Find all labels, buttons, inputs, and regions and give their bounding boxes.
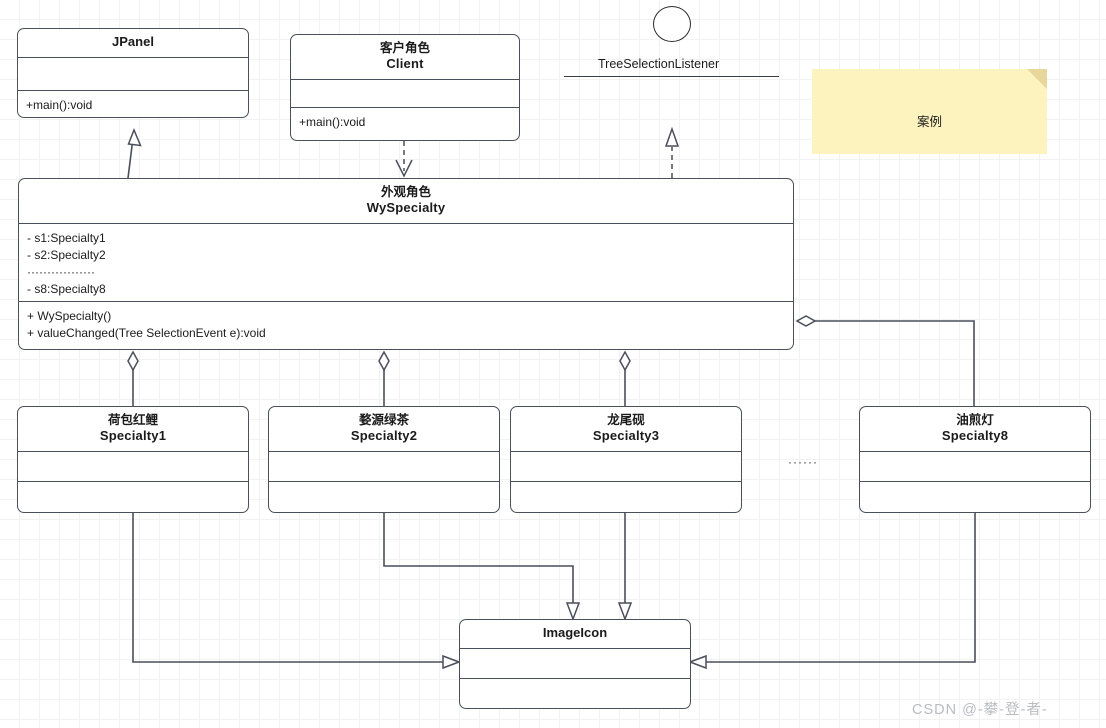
edge-specialty2-to-imageicon <box>383 513 581 622</box>
interface-label-treeselectionlistener: TreeSelectionListener <box>598 57 720 71</box>
attributes-compartment-wyspecialty: - s1:Specialty1 - s2:Specialty2 ········… <box>19 222 793 301</box>
edge-wyspecialty-to-specialty8 <box>795 315 975 406</box>
class-header-client: 客户角色 Client <box>291 35 519 79</box>
note-sticky: 案例 <box>812 69 1047 154</box>
attributes-compartment-client <box>291 78 519 107</box>
operations-compartment-specialty1 <box>18 480 248 511</box>
class-header-specialty3: 龙尾砚 Specialty3 <box>511 407 741 451</box>
attributes-compartment-specialty2 <box>269 450 499 481</box>
class-box-specialty3[interactable]: 龙尾砚 Specialty3 <box>510 406 742 513</box>
class-header-specialty2: 婺源绿茶 Specialty2 <box>269 407 499 451</box>
attributes-compartment-imageicon <box>460 647 690 678</box>
class-header-specialty1: 荷包红鲤 Specialty1 <box>18 407 248 451</box>
operations-compartment-specialty8 <box>860 480 1090 511</box>
class-name-cn-client: 客户角色 <box>379 41 430 55</box>
operations-wyspecialty: + WySpecialty() + valueChanged(Tree Sele… <box>27 308 266 340</box>
operations-compartment-client: +main():void <box>291 106 519 136</box>
edge-specialty1-to-imageicon <box>132 513 462 670</box>
edge-client-to-wyspecialty <box>395 141 413 178</box>
operations-specialty2 <box>269 482 499 495</box>
class-name-cn-specialty8: 油煎灯 <box>956 413 994 427</box>
operations-specialty1 <box>18 482 248 495</box>
operations-compartment-imageicon <box>460 677 690 710</box>
attributes-specialty2 <box>269 452 499 465</box>
operations-jpanel: +main():void <box>26 97 93 112</box>
attributes-compartment-specialty8 <box>860 450 1090 481</box>
note-text: 案例 <box>916 115 942 129</box>
edge-wyspecialty-to-specialty1 <box>127 350 139 406</box>
class-box-specialty2[interactable]: 婺源绿茶 Specialty2 <box>268 406 500 513</box>
operations-compartment-specialty2 <box>269 480 499 511</box>
csdn-watermark: CSDN @-攀-登-者- <box>912 702 1048 718</box>
operations-specialty8 <box>860 482 1090 495</box>
class-header-specialty8: 油煎灯 Specialty8 <box>860 407 1090 451</box>
class-box-wyspecialty[interactable]: 外观角色 WySpecialty - s1:Specialty1 - s2:Sp… <box>18 178 794 350</box>
class-name-cn-specialty1: 荷包红鲤 <box>107 413 158 427</box>
edge-wyspecialty-to-specialty3 <box>619 350 631 406</box>
class-header-jpanel: JPanel <box>18 29 248 57</box>
class-box-client[interactable]: 客户角色 Client +main():void <box>290 34 520 141</box>
class-name-en-client: Client <box>386 56 424 71</box>
attributes-imageicon <box>460 649 690 662</box>
attributes-wyspecialty: - s1:Specialty1 - s2:Specialty2 ········… <box>27 230 106 296</box>
class-box-imageicon[interactable]: ImageIcon <box>459 619 691 709</box>
class-name-jpanel: JPanel <box>112 34 154 49</box>
class-name-en-specialty1: Specialty1 <box>99 428 167 443</box>
class-name-cn-specialty3: 龙尾砚 <box>607 413 645 427</box>
interface-circle-icon <box>653 6 691 42</box>
class-header-wyspecialty: 外观角色 WySpecialty <box>19 179 793 223</box>
class-box-jpanel[interactable]: JPanel +main():void <box>17 28 249 118</box>
class-name-en-specialty2: Specialty2 <box>350 428 418 443</box>
attributes-compartment-jpanel <box>18 56 248 90</box>
attributes-compartment-specialty3 <box>511 450 741 481</box>
operations-imageicon <box>460 679 690 692</box>
attributes-specialty1 <box>18 452 248 465</box>
edge-wyspecialty-to-specialty2 <box>378 350 390 406</box>
edge-wyspecialty-to-interface <box>664 126 680 178</box>
operations-client: +main():void <box>299 114 366 129</box>
operations-compartment-specialty3 <box>511 480 741 511</box>
attributes-specialty3 <box>511 452 741 465</box>
operations-compartment-wyspecialty: + WySpecialty() + valueChanged(Tree Sele… <box>19 300 793 345</box>
edge-specialty8-to-imageicon <box>687 513 976 670</box>
attributes-client <box>291 80 519 93</box>
class-name-cn-specialty2: 婺源绿茶 <box>358 413 409 427</box>
class-name-imageicon: ImageIcon <box>542 625 608 640</box>
class-name-cn-wyspecialty: 外观角色 <box>380 185 431 199</box>
edge-specialty3-to-imageicon <box>617 513 633 622</box>
class-name-en-specialty3: Specialty3 <box>592 428 660 443</box>
operations-compartment-jpanel: +main():void <box>18 89 248 120</box>
attributes-specialty8 <box>860 452 1090 465</box>
interface-underline <box>564 76 779 77</box>
class-box-specialty8[interactable]: 油煎灯 Specialty8 <box>859 406 1091 513</box>
edge-wyspecialty-to-jpanel <box>127 128 142 179</box>
note-fold-corner <box>1027 69 1047 89</box>
class-header-imageicon: ImageIcon <box>460 620 690 648</box>
attributes-compartment-specialty1 <box>18 450 248 481</box>
class-name-en-wyspecialty: WySpecialty <box>366 200 446 215</box>
class-box-specialty1[interactable]: 荷包红鲤 Specialty1 <box>17 406 249 513</box>
class-name-en-specialty8: Specialty8 <box>941 428 1009 443</box>
operations-specialty3 <box>511 482 741 495</box>
attributes-jpanel <box>18 58 248 71</box>
ellipsis-separator: ······ <box>788 455 818 469</box>
